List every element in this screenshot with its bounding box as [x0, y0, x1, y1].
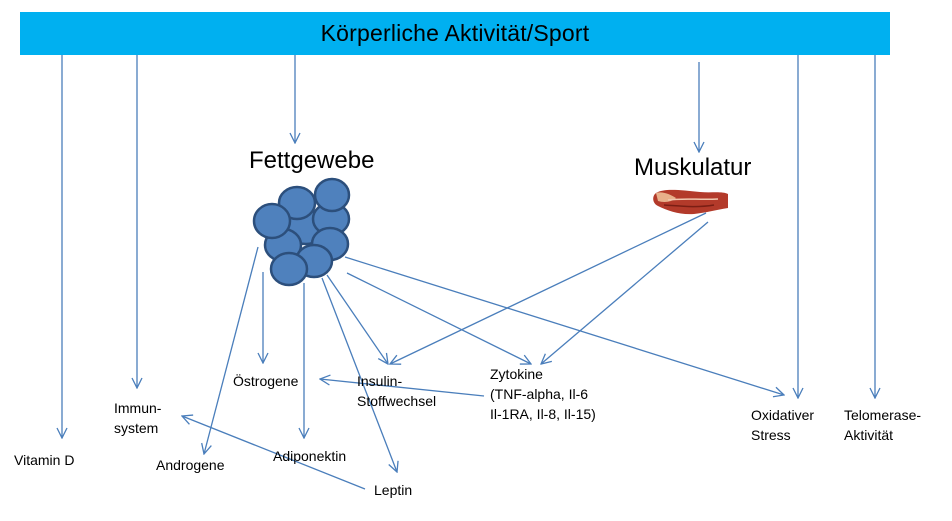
node-oestrogene: Östrogene: [233, 373, 299, 389]
immunsystem-line-2: system: [114, 420, 159, 436]
node-zytokine: Zytokine (TNF-alpha, Il-6 Il-1RA, Il-8, …: [490, 364, 596, 424]
insulin-line-2: Stoffwechsel: [357, 393, 437, 409]
node-muskulatur: Muskulatur: [634, 154, 752, 181]
arm-muscle-icon: [653, 189, 728, 215]
title-banner: Körperliche Aktivität/Sport: [20, 12, 890, 55]
node-adiponektin: Adiponektin: [273, 448, 347, 464]
telomerase-line-1: Telomerase-: [844, 407, 922, 423]
node-leptin: Leptin: [374, 482, 413, 498]
node-fettgewebe: Fettgewebe: [249, 147, 375, 174]
fat-cell-cluster-icon: [252, 177, 351, 287]
arrow-fat-zytokine: [346, 272, 531, 364]
node-insulin-stoffwechsel: Insulin- Stoffwechsel: [357, 371, 436, 411]
arrow-leptin-immunsystem: [182, 416, 366, 490]
node-immunsystem: Immun- system: [114, 398, 161, 438]
arrow-fat-insulin: [326, 274, 388, 364]
arrow-muscle-insulin: [390, 212, 707, 364]
banner-title: Körperliche Aktivität/Sport: [320, 20, 590, 46]
oxidativer-line-2: Stress: [751, 427, 791, 443]
insulin-line-1: Insulin-: [357, 373, 403, 389]
immunsystem-line-1: Immun-: [114, 400, 162, 416]
zytokine-line-3: Il-1RA, Il-8, Il-15): [490, 406, 596, 422]
telomerase-line-2: Aktivität: [844, 427, 894, 443]
node-vitamin-d: Vitamin D: [14, 452, 75, 468]
arrow-zytokine-oestrogene: [320, 379, 485, 397]
node-androgene: Androgene: [156, 457, 225, 473]
node-telomerase-aktivitaet: Telomerase- Aktivität: [844, 405, 921, 445]
zytokine-line-1: Zytokine: [490, 366, 543, 382]
arrow-fat-oxidativer-stress: [344, 256, 784, 395]
arrow-fat-leptin: [321, 277, 397, 472]
oxidativer-line-1: Oxidativer: [751, 407, 815, 423]
arrow-muscle-zytokine: [541, 221, 709, 364]
arrow-fat-androgene: [204, 246, 259, 454]
node-oxidativer-stress: Oxidativer Stress: [751, 405, 814, 445]
zytokine-line-2: (TNF-alpha, Il-6: [490, 386, 589, 402]
